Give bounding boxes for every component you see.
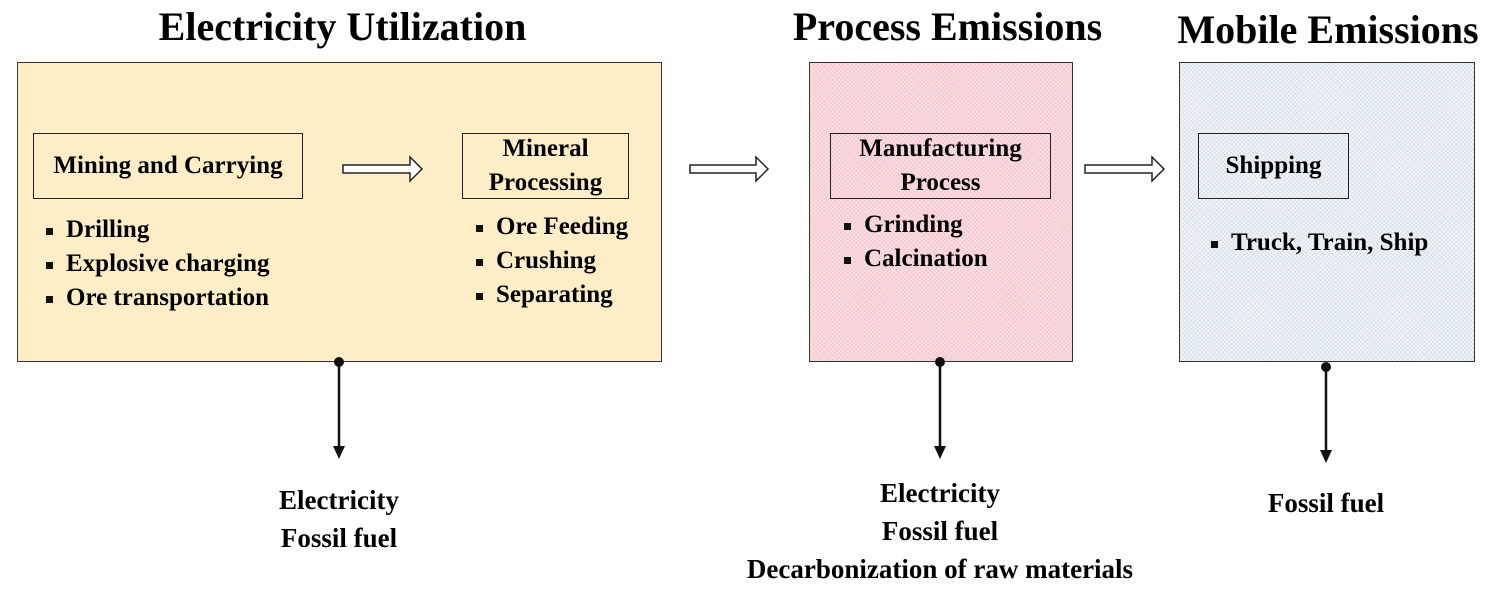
list-item: Ore Feeding <box>474 210 628 244</box>
stage-title: Mineral Processing <box>488 135 603 196</box>
stage-mining-and-carrying: Mining and Carrying <box>33 133 303 199</box>
output-label: Decarbonization of raw materials <box>746 554 1134 584</box>
stage-mineral-processing: Mineral Processing <box>462 133 629 199</box>
shipping-activity-list: Truck, Train, Ship <box>1209 226 1428 260</box>
heading-process-emissions: Process Emissions <box>792 4 1103 49</box>
list-item: Truck, Train, Ship <box>1209 226 1428 260</box>
output-label: Electricity <box>279 485 399 515</box>
list-item: Calcination <box>842 242 988 276</box>
output-label: Electricity <box>880 478 1000 508</box>
heading-electricity-utilization: Electricity Utilization <box>158 4 527 49</box>
stage-title: Mining and Carrying <box>53 152 283 179</box>
stage-title: Shipping <box>1225 152 1322 179</box>
arrow-process-to-mobile <box>1084 155 1166 183</box>
stage-shipping: Shipping <box>1198 133 1349 199</box>
list-item: Grinding <box>842 208 988 242</box>
list-item: Drilling <box>44 213 270 247</box>
mining-activity-list: Drilling Explosive charging Ore transpor… <box>44 213 270 315</box>
output-label: Fossil fuel <box>881 516 999 546</box>
electricity-utilization-outputs: Electricity Fossil fuel <box>189 481 489 557</box>
mobile-emissions-outputs: Fossil fuel <box>1226 484 1426 522</box>
list-item: Separating <box>474 278 628 312</box>
arrow-down-electricity <box>333 357 345 459</box>
output-label: Fossil fuel <box>280 523 398 553</box>
list-item: Explosive charging <box>44 247 270 281</box>
arrow-electricity-to-process <box>689 155 770 183</box>
mineral-processing-activity-list: Ore Feeding Crushing Separating <box>474 210 628 312</box>
stage-manufacturing-process: Manufacturing Process <box>830 133 1051 199</box>
electricity-utilization-panel <box>17 62 662 362</box>
heading-mobile-emissions: Mobile Emissions <box>1177 7 1479 52</box>
arrow-down-process <box>934 357 946 459</box>
stage-title: Manufacturing Process <box>859 135 1022 196</box>
process-emissions-outputs: Electricity Fossil fuel Decarbonization … <box>690 474 1190 588</box>
list-item: Crushing <box>474 244 628 278</box>
list-item: Ore transportation <box>44 281 270 315</box>
manufacturing-activity-list: Grinding Calcination <box>842 208 988 276</box>
arrow-down-mobile <box>1320 362 1332 463</box>
mobile-emissions-panel <box>1179 62 1475 362</box>
output-label: Fossil fuel <box>1267 488 1385 518</box>
